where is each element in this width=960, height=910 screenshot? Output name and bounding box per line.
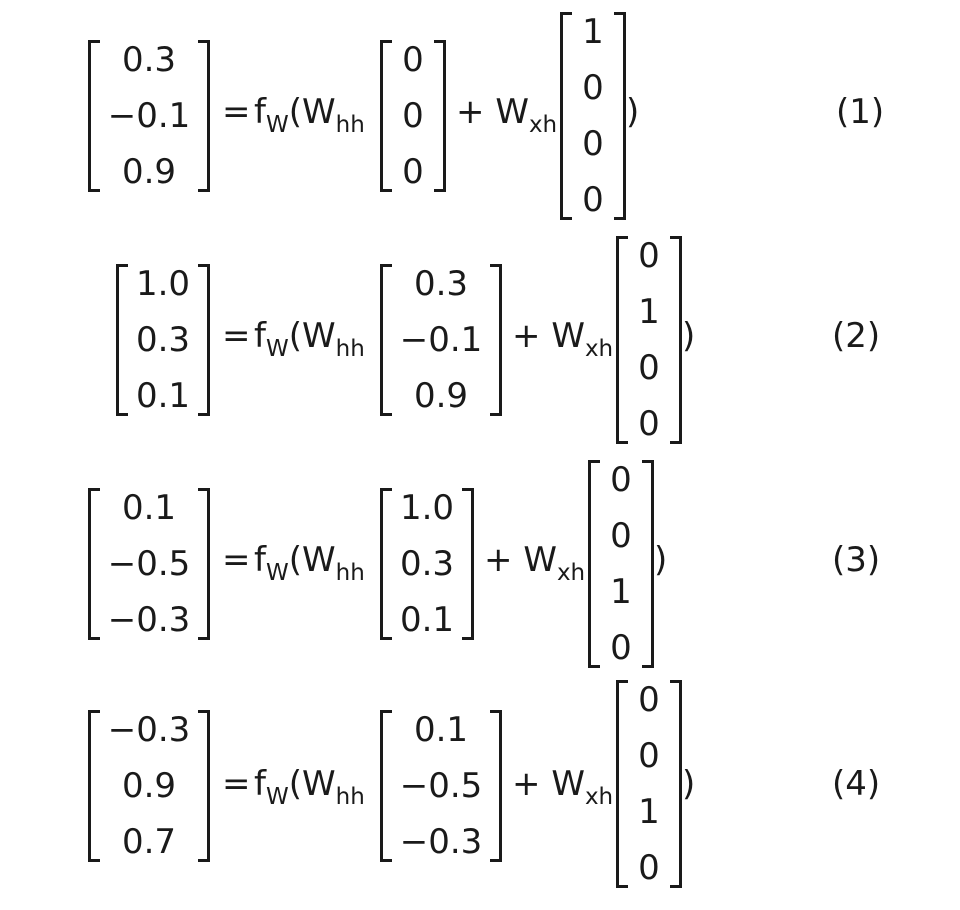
vector-entry: 0.3 [413,264,469,304]
vector-entry: 1 [610,572,632,612]
input-vector: 0 0 1 0 [588,460,654,668]
vector-entry: 0 [638,680,660,720]
vector-entry: 0 [582,68,604,108]
vector-entry: −0.3 [399,822,483,862]
lhs-vector: 1.0 0.3 0.1 [116,264,210,416]
vector-entry: −0.5 [107,544,191,584]
vector-entry: 1 [638,292,660,332]
equals-sign: = [222,316,251,356]
vector-entry: 0.1 [399,600,455,640]
vector-entry: 0.9 [413,376,469,416]
vector-entry: 0 [582,180,604,220]
equation-number: (1) [836,92,885,132]
activation-function: fW(Whh [254,764,365,810]
vector-entry: −0.5 [399,766,483,806]
vector-entry: 0.1 [121,488,177,528]
vector-entry: 0.9 [121,766,177,806]
lhs-vector: 0.3 −0.1 0.9 [88,40,210,192]
vector-entry: 1 [638,792,660,832]
input-vector: 0 1 0 0 [616,236,682,444]
equation-3: 0.1 −0.5 −0.3 = fW(Whh 1.0 0.3 0.1 + Wxh… [0,448,960,670]
equation-number: (3) [832,540,881,580]
vector-entry: 1.0 [135,264,191,304]
vector-entry: 0 [402,152,424,192]
vector-entry: −0.3 [107,600,191,640]
input-vector: 1 0 0 0 [560,12,626,220]
input-term: + Wxh [484,540,586,586]
input-term: + Wxh [512,316,614,362]
previous-hidden-vector: 1.0 0.3 0.1 [380,488,474,640]
vector-entry: 0 [610,460,632,500]
equation-number: (4) [832,764,881,804]
equals-sign: = [222,764,251,804]
input-term: + Wxh [512,764,614,810]
vector-entry: 0 [610,628,632,668]
vector-entry: −0.1 [107,96,191,136]
lhs-vector: −0.3 0.9 0.7 [88,710,210,862]
vector-entry: 0 [402,96,424,136]
previous-hidden-vector: 0 0 0 [380,40,446,192]
close-paren: ) [682,316,696,356]
equals-sign: = [222,92,251,132]
previous-hidden-vector: 0.1 −0.5 −0.3 [380,710,502,862]
activation-function: fW(Whh [254,92,365,138]
close-paren: ) [626,92,640,132]
equation-4: −0.3 0.9 0.7 = fW(Whh 0.1 −0.5 −0.3 + Wx… [0,672,960,894]
vector-entry: 0 [638,348,660,388]
vector-entry: 1 [582,12,604,52]
vector-entry: 0 [638,236,660,276]
vector-entry: 0 [402,40,424,80]
vector-entry: 0 [638,404,660,444]
vector-entry: −0.1 [399,320,483,360]
close-paren: ) [682,764,696,804]
vector-entry: 0.1 [135,376,191,416]
equals-sign: = [222,540,251,580]
vector-entry: −0.3 [107,710,191,750]
vector-entry: 0.1 [413,710,469,750]
activation-function: fW(Whh [254,540,365,586]
vector-entry: 0 [610,516,632,556]
input-vector: 0 0 1 0 [616,680,682,888]
previous-hidden-vector: 0.3 −0.1 0.9 [380,264,502,416]
vector-entry: 0.7 [121,822,177,862]
vector-entry: 1.0 [399,488,455,528]
vector-entry: 0.9 [121,152,177,192]
close-paren: ) [654,540,668,580]
input-term: + Wxh [456,92,558,138]
vector-entry: 0.3 [399,544,455,584]
vector-entry: 0 [638,736,660,776]
lhs-vector: 0.1 −0.5 −0.3 [88,488,210,640]
vector-entry: 0 [638,848,660,888]
vector-entry: 0.3 [135,320,191,360]
equation-1: 0.3 −0.1 0.9 = fW(Whh 0 0 0 + Wxh 1 0 0 … [0,0,960,222]
equation-number: (2) [832,316,881,356]
activation-function: fW(Whh [254,316,365,362]
vector-entry: 0 [582,124,604,164]
equation-2: 1.0 0.3 0.1 = fW(Whh 0.3 −0.1 0.9 + Wxh … [0,224,960,446]
vector-entry: 0.3 [121,40,177,80]
